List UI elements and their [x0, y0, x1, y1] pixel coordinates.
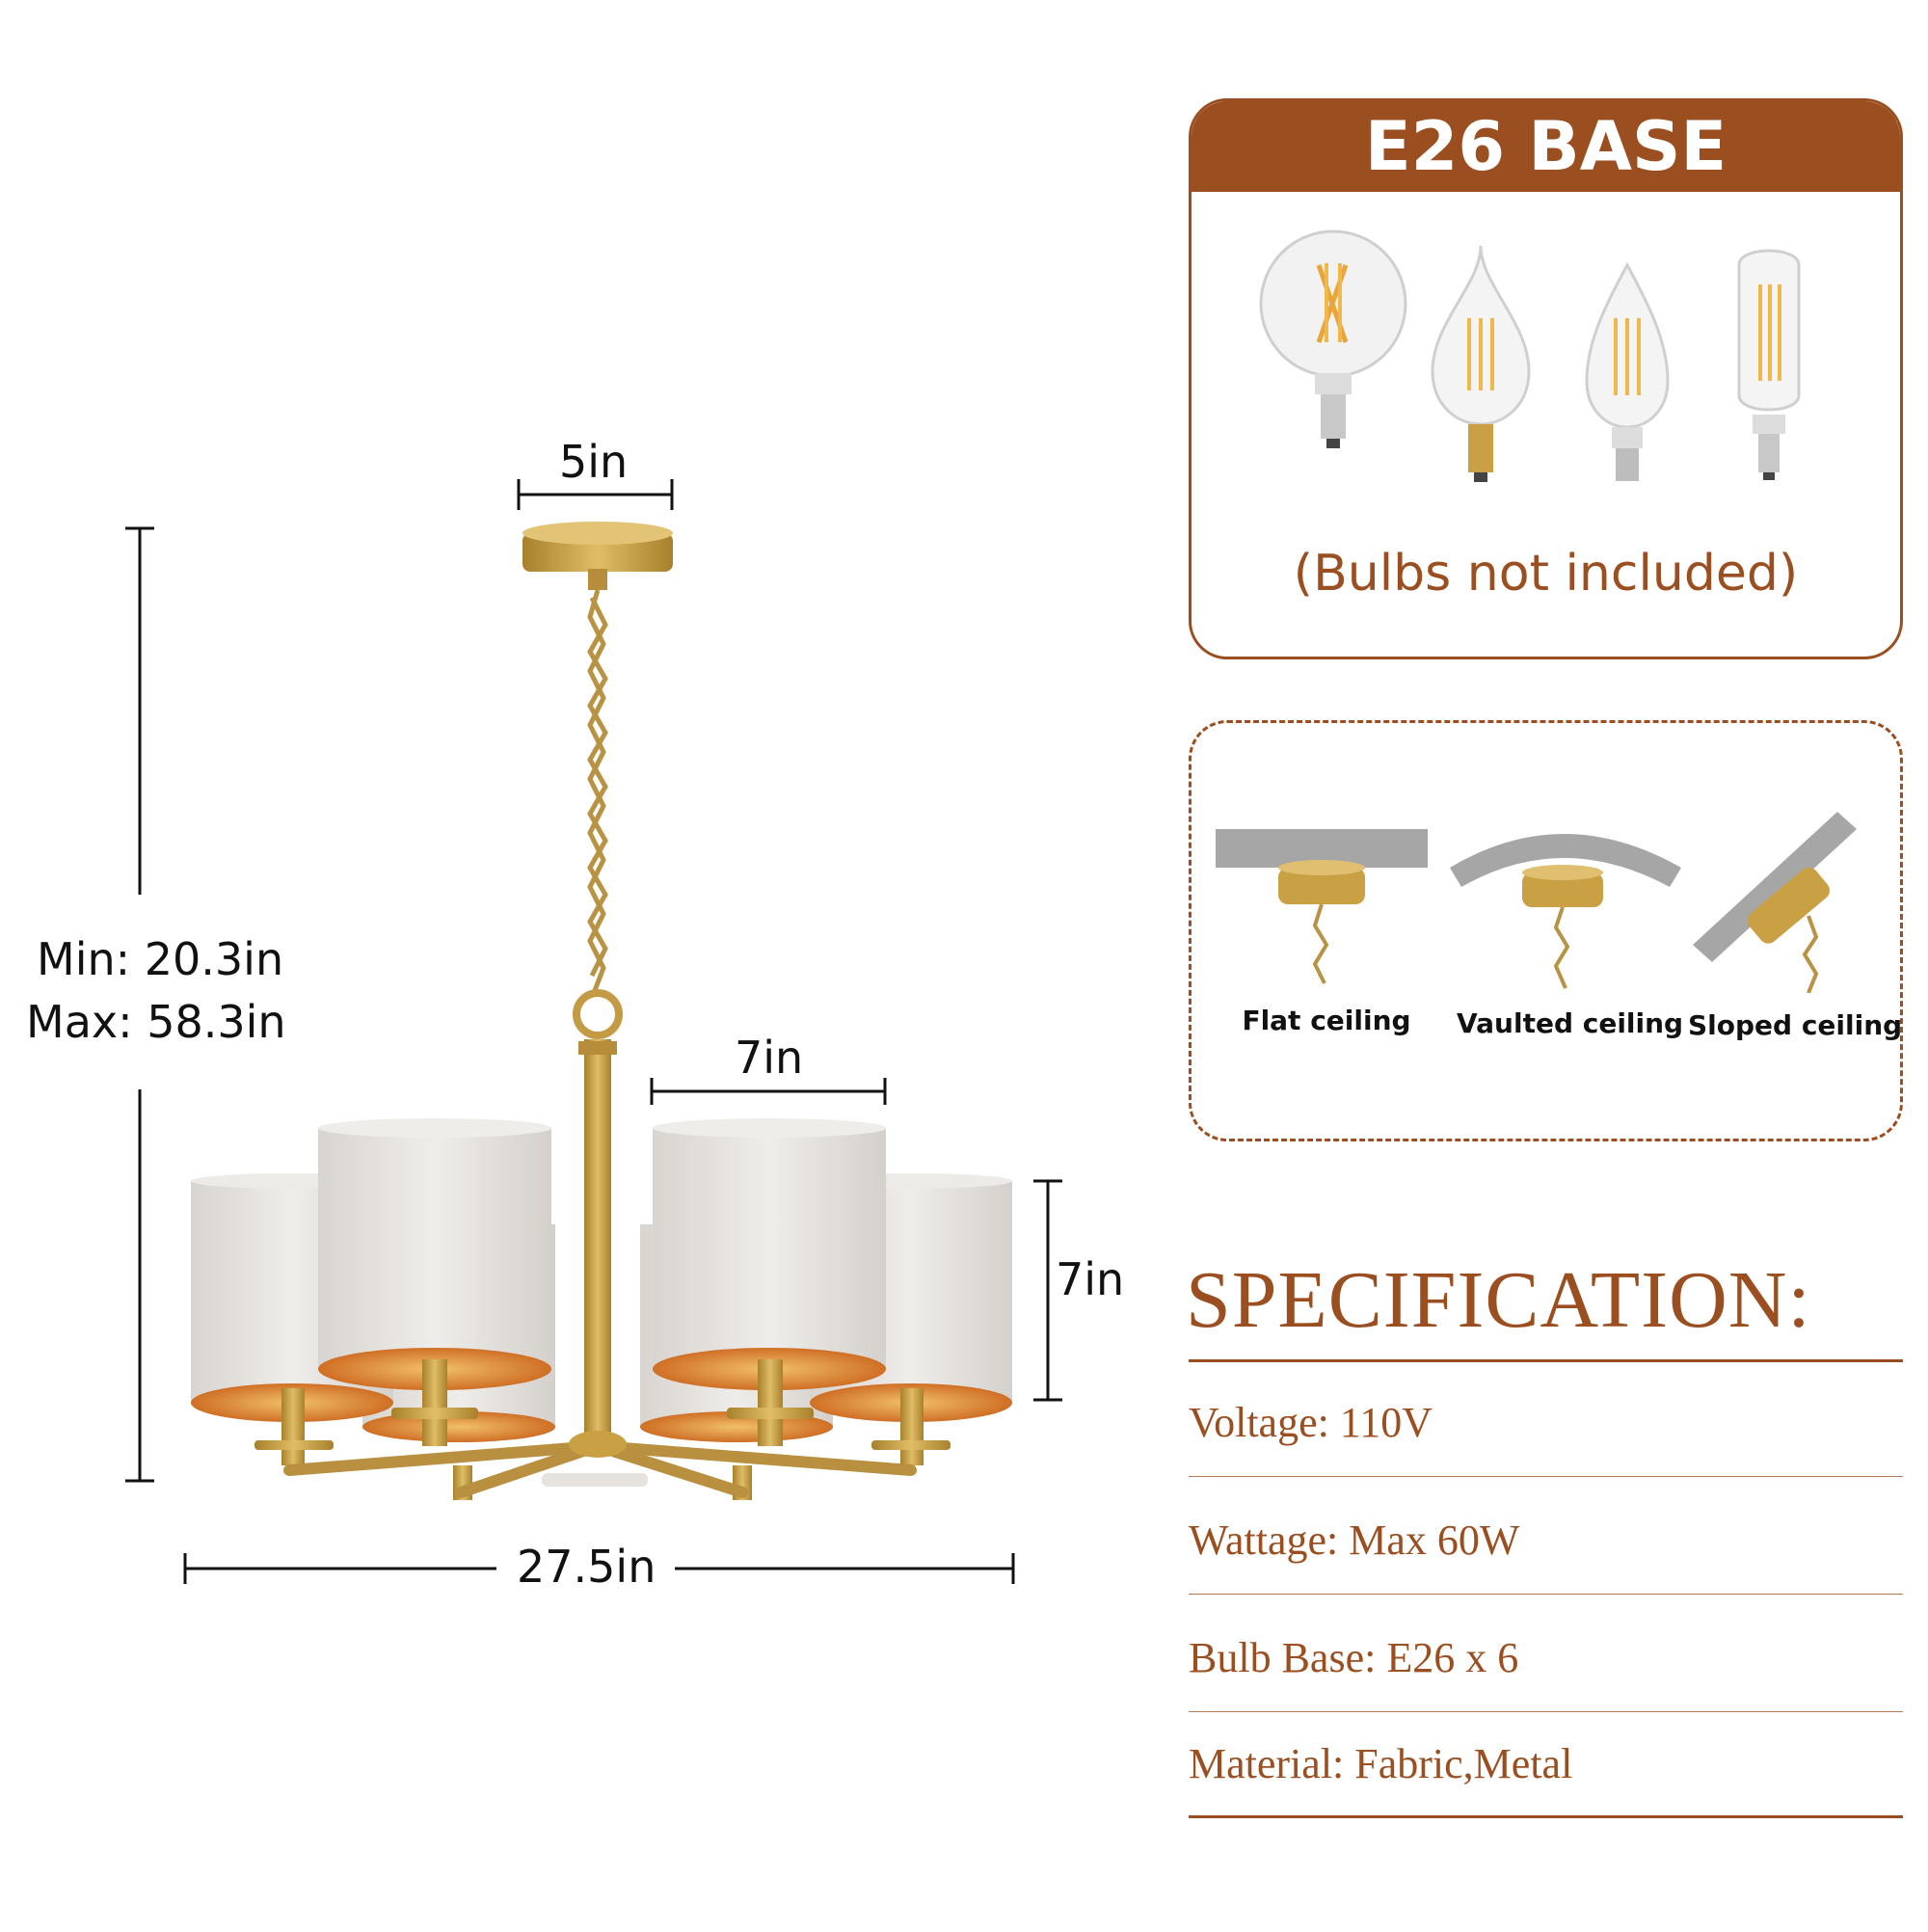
specification-title: SPECIFICATION:	[1186, 1255, 1811, 1345]
flat-ceiling-icon	[1216, 829, 1428, 984]
chandelier-illustration	[125, 479, 1062, 1584]
vaulted-ceiling-label: Vaulted ceiling	[1457, 1007, 1684, 1039]
shade-width-label: 7in	[735, 1032, 804, 1084]
sockets	[254, 1359, 951, 1500]
base-card: E26 BASE	[1189, 98, 1903, 659]
tubular-bulb-icon	[1737, 249, 1801, 480]
spec-wattage: Wattage: Max 60W	[1189, 1516, 1520, 1564]
spec-divider-top	[1189, 1359, 1903, 1362]
spec-voltage: Voltage: 110V	[1189, 1399, 1433, 1446]
arms	[283, 1440, 917, 1498]
flame-tip-bulb-icon	[1431, 245, 1531, 482]
bulbs-not-included-note: (Bulbs not included)	[1293, 545, 1799, 603]
spec-bulb-base: Bulb Base: E26 x 6	[1189, 1634, 1519, 1681]
spec-divider	[1189, 1594, 1903, 1595]
center-stem	[584, 1039, 611, 1444]
spec-divider	[1189, 1711, 1903, 1712]
height-max-label: Max: 58.3in	[26, 996, 286, 1048]
bulb-row	[1259, 229, 1801, 482]
height-min-label: Min: 20.3in	[37, 933, 284, 985]
canopy-width-label: 5in	[559, 436, 629, 488]
spec-divider-bottom	[1189, 1815, 1903, 1818]
shade-height-label: 7in	[1056, 1253, 1125, 1305]
lamp-shade-front-left	[318, 1118, 551, 1390]
chandelier-diagram	[125, 479, 1062, 1584]
loop-ring	[573, 989, 623, 1039]
installation-card: Flat ceiling Vaulted ceiling Sloped ceil…	[1189, 720, 1903, 1141]
lamp-shade-front-right	[653, 1118, 886, 1390]
sloped-ceiling-icon	[1693, 812, 1857, 993]
vaulted-ceiling-icon	[1450, 834, 1681, 989]
spec-divider	[1189, 1476, 1903, 1477]
base-card-title: E26 BASE	[1192, 101, 1900, 192]
chain	[587, 589, 608, 994]
sloped-ceiling-label: Sloped ceiling	[1688, 1009, 1903, 1041]
globe-bulb-icon	[1259, 229, 1407, 448]
ceiling-types	[1216, 812, 1857, 993]
dimension-lines	[125, 479, 1062, 1584]
overall-width-label: 27.5in	[517, 1541, 656, 1593]
spec-material: Material: Fabric,Metal	[1189, 1740, 1573, 1787]
candle-bulb-icon	[1585, 261, 1670, 481]
flat-ceiling-label: Flat ceiling	[1242, 1005, 1411, 1036]
